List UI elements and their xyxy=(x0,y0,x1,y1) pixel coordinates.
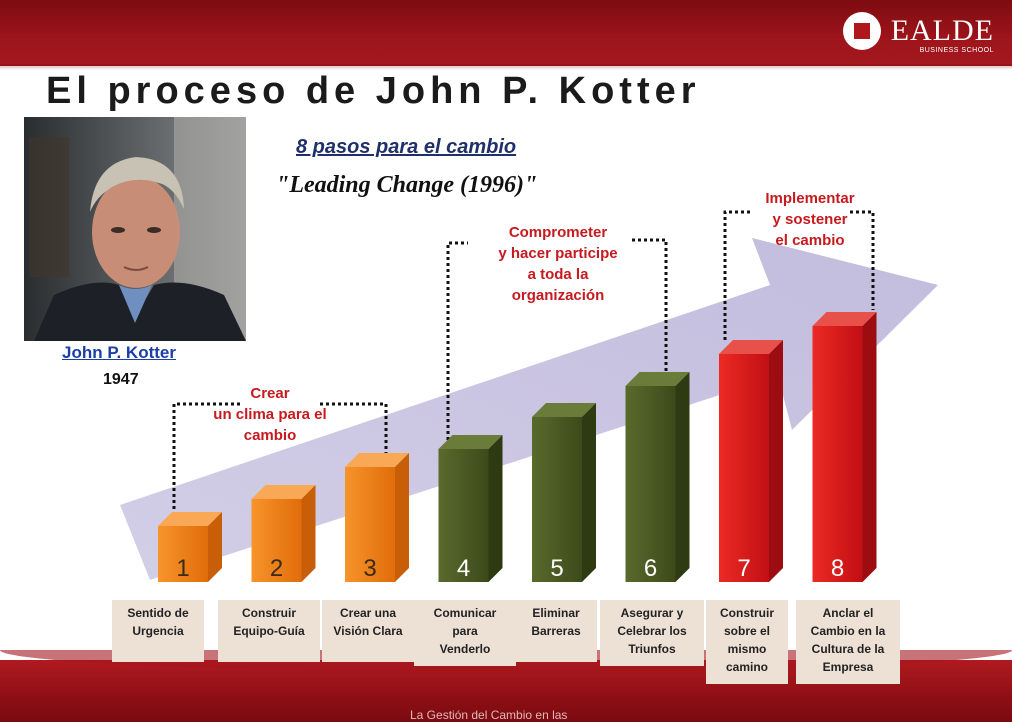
progress-arrow xyxy=(120,238,938,580)
bar-top-2 xyxy=(251,485,316,499)
annotation-line: el cambio xyxy=(775,232,845,249)
bar-step-8 xyxy=(812,326,863,582)
step-label-1: Sentido de Urgencia xyxy=(112,600,204,662)
step-label-line: mismo xyxy=(727,642,767,656)
step-label-line: Cultura de la xyxy=(811,642,885,656)
bar-step-2 xyxy=(251,499,302,582)
bar-top-4 xyxy=(438,435,503,449)
bar-top-1 xyxy=(158,512,222,526)
bar-side-2 xyxy=(301,485,316,582)
step-label-line: Anclar el xyxy=(822,606,874,620)
annotation-line: Crear xyxy=(250,385,290,402)
annotation-line: un clima para el xyxy=(213,406,327,423)
step-label-line: Crear una xyxy=(339,606,397,620)
step-label-line: Empresa xyxy=(822,660,874,674)
bar-top-5 xyxy=(532,403,596,417)
bar-number-7: 7 xyxy=(737,555,750,582)
annotation-group-1: Crear un clima para el cambio xyxy=(190,383,350,446)
bar-step-6 xyxy=(625,386,676,582)
step-label-8: Anclar el Cambio en la Cultura de la Empres… xyxy=(796,600,900,684)
step-label-line: Eliminar xyxy=(532,606,580,620)
step-label-line: Celebrar los xyxy=(617,624,687,638)
bracket-lines xyxy=(172,210,875,515)
annotation-line: y hacer participe xyxy=(498,245,618,262)
birth-year: 1947 xyxy=(103,371,139,388)
annotation-group-3: Implementar y sostener el cambio xyxy=(740,188,880,251)
bar-side-7 xyxy=(769,340,783,582)
step-label-line: sobre el xyxy=(723,624,771,638)
step-label-line: Asegurar y xyxy=(620,606,684,620)
bar-number-2: 2 xyxy=(270,555,283,582)
bar-number-8: 8 xyxy=(831,555,844,582)
bar-top-3 xyxy=(345,453,409,467)
annotation-line: organización xyxy=(511,287,605,304)
brand-name: EALDE xyxy=(890,14,994,47)
step-label-line: Construir xyxy=(242,606,296,620)
step-label-line: Construir xyxy=(720,606,774,620)
slide-title: El proceso de John P. Kotter xyxy=(46,70,701,112)
step-label-line: Equipo-Guía xyxy=(233,624,305,638)
header-band: EALDE BUSINESS SCHOOL xyxy=(0,0,1012,70)
bar-step-4 xyxy=(438,449,489,582)
brand-logo: EALDE BUSINESS SCHOOL xyxy=(842,12,994,54)
ealde-logo-icon xyxy=(842,12,881,50)
footer-text: La Gestión del Cambio en las xyxy=(410,708,568,722)
step-label-line: Cambio en la xyxy=(810,624,886,638)
annotation-line: a toda la xyxy=(527,266,589,283)
bar-side-4 xyxy=(488,435,503,582)
bar-step-7 xyxy=(719,354,769,582)
annotation-line: Implementar xyxy=(765,190,855,207)
step-label-line: Visión Clara xyxy=(333,624,403,638)
bar-step-1 xyxy=(158,526,208,582)
slide-subtitle: 8 pasos para el cambio xyxy=(296,136,517,158)
bar-step-5 xyxy=(532,417,582,582)
bar-number-1: 1 xyxy=(176,555,189,582)
annotation-line: y sostener xyxy=(772,211,848,228)
bar-number-4: 4 xyxy=(457,555,470,582)
step-label-7: Construir sobre el mismo camino xyxy=(706,600,788,684)
bar-side-8 xyxy=(862,312,877,582)
bar-top-6 xyxy=(625,372,690,386)
bar-step-3 xyxy=(345,467,395,582)
portrait-caption[interactable]: John P. Kotter xyxy=(62,343,176,362)
bar-top-7 xyxy=(719,340,783,354)
bar-side-3 xyxy=(395,453,409,582)
step-label-line: Sentido de xyxy=(127,606,189,620)
step-label-line: Triunfos xyxy=(628,642,676,656)
step-label-line: camino xyxy=(725,660,768,674)
bar-side-6 xyxy=(675,372,690,582)
step-label-line: para xyxy=(452,624,478,638)
book-reference: "Leading Change (1996)" xyxy=(276,172,538,198)
portrait-photo xyxy=(24,117,246,341)
step-label-line: Urgencia xyxy=(132,624,184,638)
annotation-line: cambio xyxy=(243,427,297,444)
brand-subtitle: BUSINESS SCHOOL xyxy=(919,47,994,54)
bar-side-1 xyxy=(208,512,222,582)
step-label-line: Venderlo xyxy=(439,642,491,656)
annotation-line: Comprometer xyxy=(508,224,608,241)
bar-number-3: 3 xyxy=(363,555,376,582)
step-label-line: Comunicar xyxy=(433,606,497,620)
step-label-line: Barreras xyxy=(531,624,581,638)
annotation-group-2: Comprometer y hacer participe a toda la … xyxy=(478,222,638,306)
bar-group: 1 2 3 4 5 6 7 8 xyxy=(158,312,877,582)
bar-side-5 xyxy=(582,403,596,582)
bar-number-5: 5 xyxy=(550,555,563,582)
bar-top-8 xyxy=(812,312,877,326)
bar-number-6: 6 xyxy=(644,555,657,582)
